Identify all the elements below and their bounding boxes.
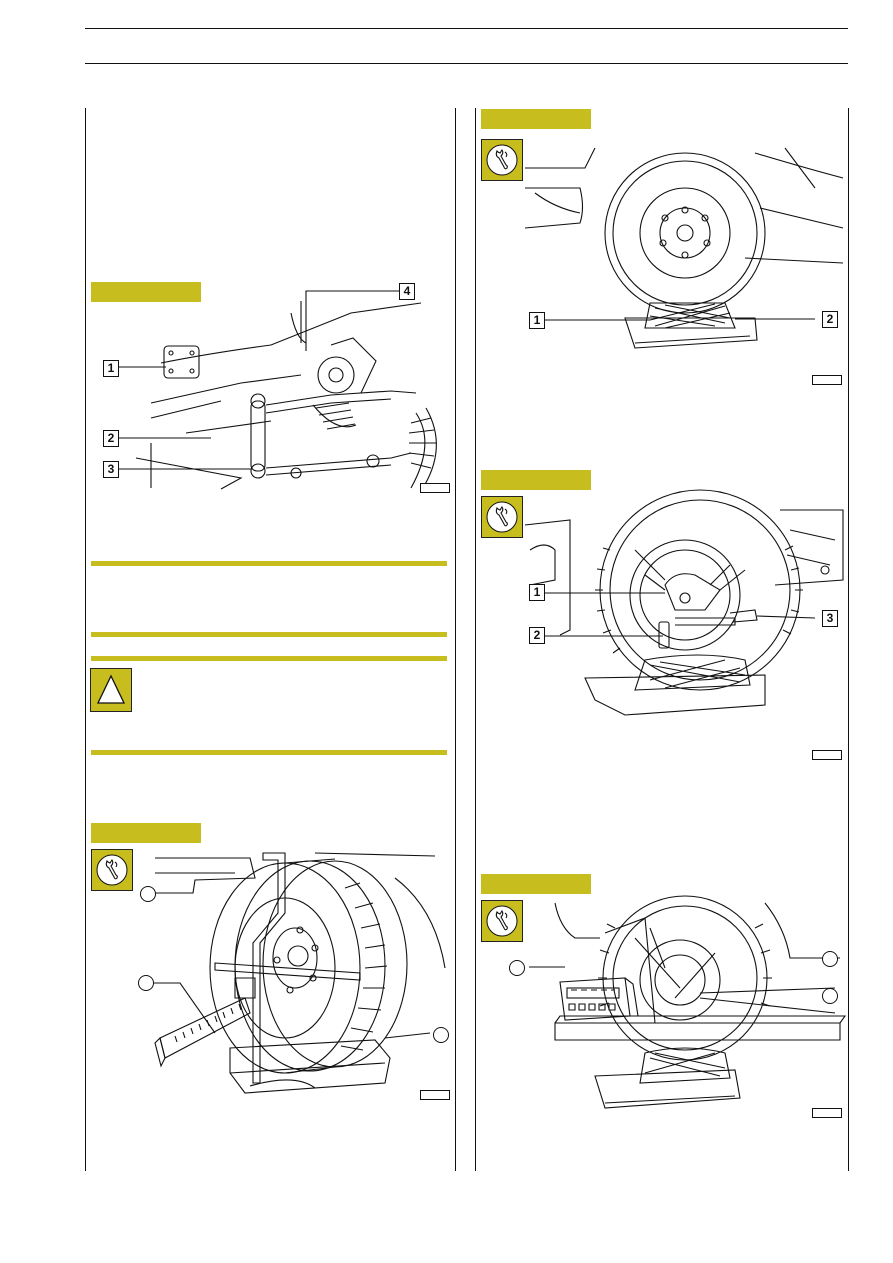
figure-number-tag <box>812 375 842 385</box>
figure-number-tag <box>420 1090 450 1100</box>
callout-circle <box>140 886 156 902</box>
callout-circle <box>433 1027 449 1043</box>
callout-2: 2 <box>103 430 119 447</box>
header-top-rule <box>85 28 848 29</box>
wrench-icon <box>486 144 518 176</box>
wrench-icon <box>486 501 518 533</box>
callout-circle <box>509 960 525 976</box>
callout-2: 2 <box>822 311 838 328</box>
figure-label-tag <box>481 470 591 490</box>
callout-2: 2 <box>529 627 545 644</box>
figure-label-tag <box>481 109 591 129</box>
warning-box <box>90 668 132 712</box>
wrench-icon-box <box>91 849 133 891</box>
callout-circle <box>822 951 838 967</box>
figure-label-tag <box>91 823 201 843</box>
wrench-icon-box <box>481 139 523 181</box>
callout-circle <box>822 988 838 1004</box>
hub-tool-illustration <box>524 489 844 716</box>
callout-1: 1 <box>529 584 545 601</box>
steering-linkage-illustration <box>119 290 437 492</box>
figure-label-tag <box>481 874 591 894</box>
callout-4: 4 <box>399 283 415 300</box>
callout-1: 1 <box>529 312 545 329</box>
header-bottom-rule <box>85 63 848 64</box>
left-column-rule <box>85 108 86 1171</box>
note-bottom-rule <box>91 632 447 637</box>
wrench-icon <box>486 905 518 937</box>
figure-label-tag <box>91 282 201 302</box>
wheel-gauge-illustration <box>145 852 446 1094</box>
note-top-rule <box>91 561 447 566</box>
warning-triangle-icon <box>96 674 126 704</box>
wrench-icon-box <box>481 900 523 942</box>
warning-bottom-rule <box>91 750 447 755</box>
wrench-icon <box>96 854 128 886</box>
figure-number-tag <box>812 750 842 760</box>
callout-3: 3 <box>822 610 838 627</box>
callout-3: 3 <box>103 461 119 478</box>
wrench-icon-box <box>481 496 523 538</box>
middle-column-rule-b <box>475 108 476 1171</box>
figure-number-tag <box>812 1108 842 1118</box>
warning-top-rule <box>91 656 447 661</box>
middle-column-rule-a <box>455 108 456 1171</box>
wheel-turntable-illustration <box>524 147 844 349</box>
right-column-rule <box>848 108 849 1171</box>
digital-gauge-illustration <box>529 895 847 1109</box>
callout-circle <box>138 975 154 991</box>
figure-number-tag <box>420 483 450 493</box>
callout-1: 1 <box>103 360 119 377</box>
